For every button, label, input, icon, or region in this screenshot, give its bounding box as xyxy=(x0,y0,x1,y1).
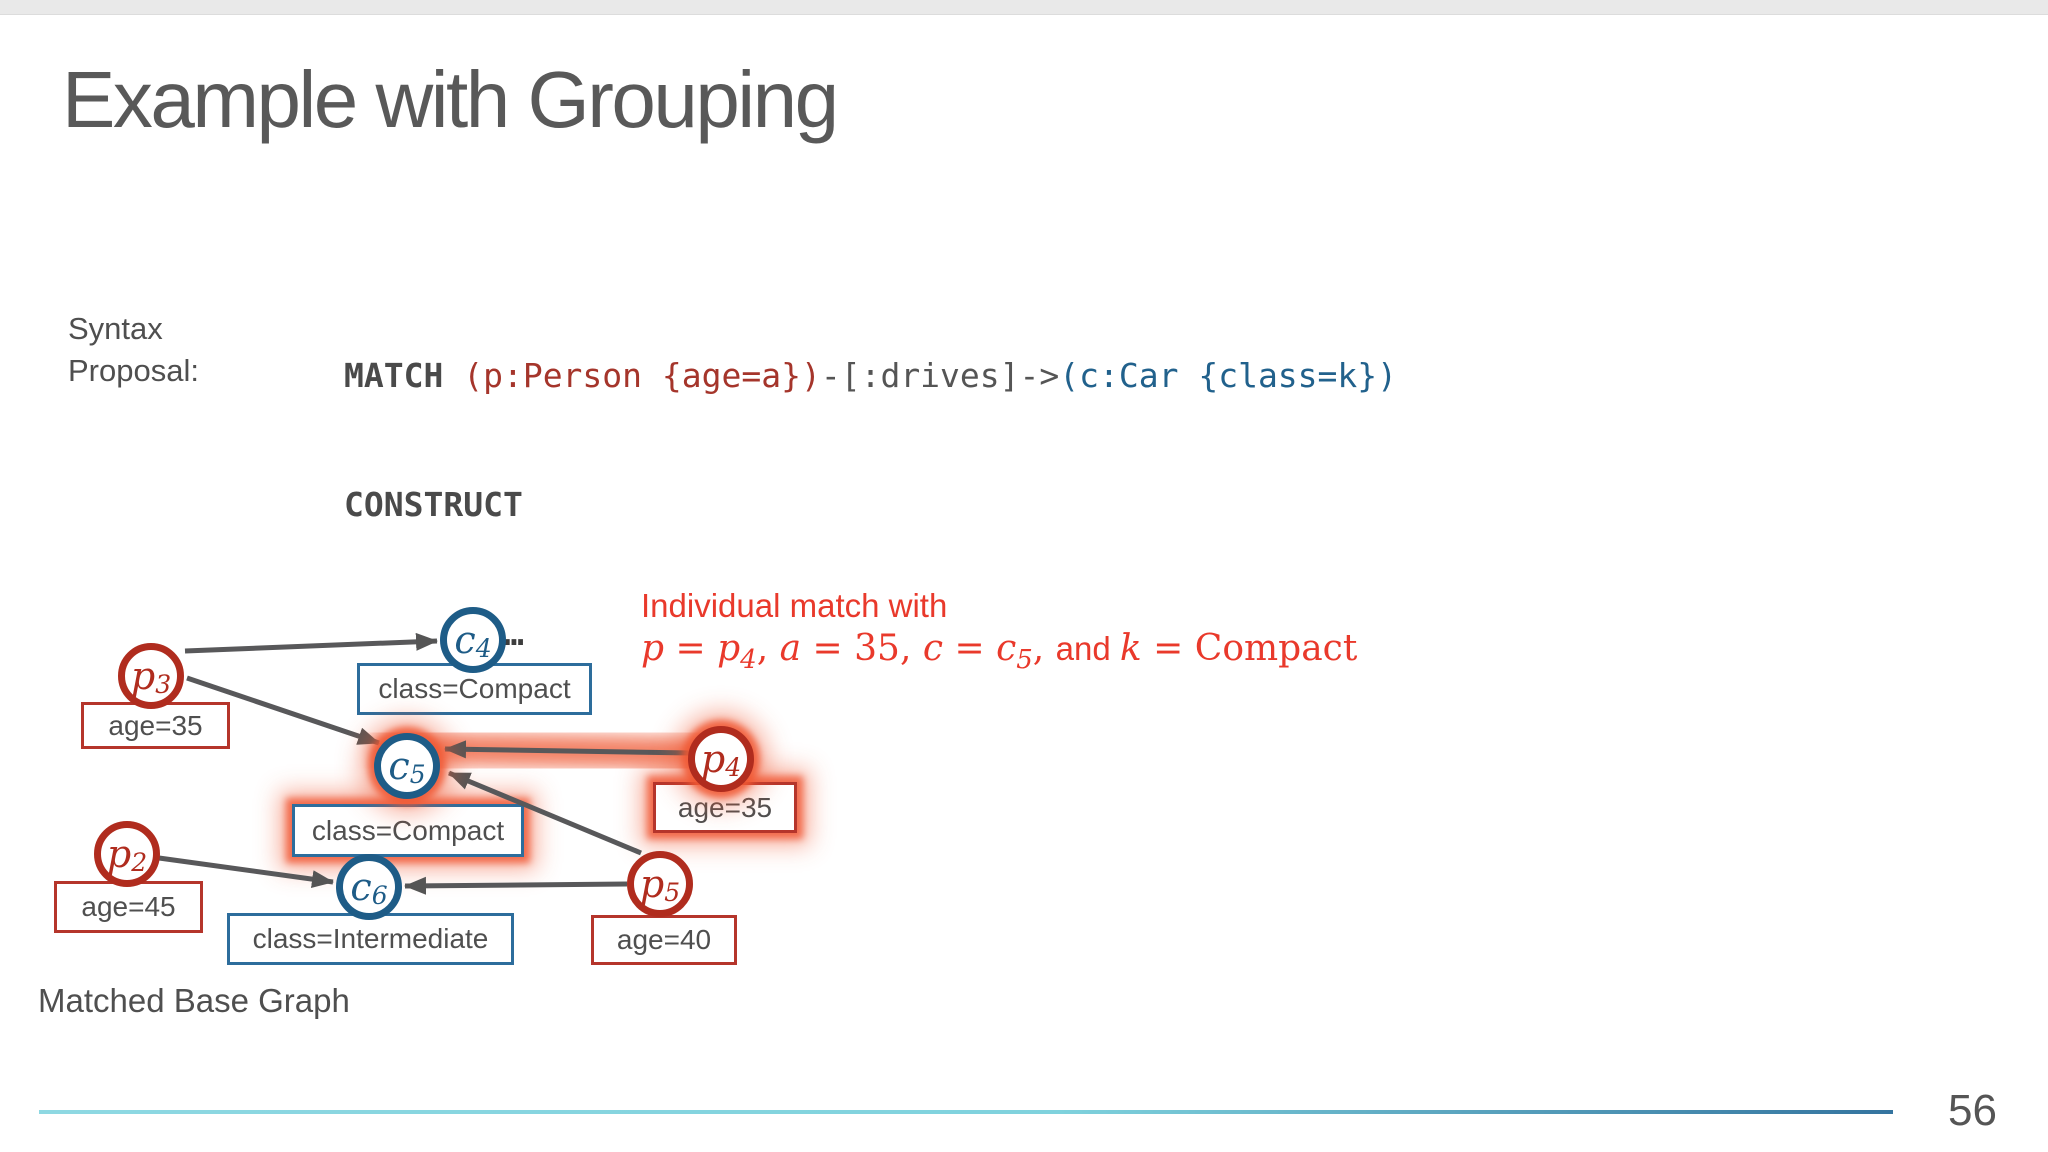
edge-p4-c5 xyxy=(444,740,693,759)
annotation-segment: , xyxy=(756,628,780,669)
node-subscript: 5 xyxy=(664,877,681,907)
annotation-segment: c xyxy=(922,628,943,669)
match-annotation: Individual match with p = p4, a = 35, c … xyxy=(641,586,1357,683)
annotation-line1: Individual match with xyxy=(641,587,948,624)
node-label-p2: age=45 xyxy=(54,881,203,933)
annotation-segment: p xyxy=(641,628,665,669)
edge-p5-c6 xyxy=(404,876,628,895)
code-match-keyword: MATCH xyxy=(344,356,464,395)
node-subscript: 5 xyxy=(409,759,426,789)
page-title: Example with Grouping xyxy=(62,55,839,144)
graph-caption: Matched Base Graph xyxy=(38,982,350,1019)
annotation-segment: , xyxy=(899,628,923,669)
annotation-segment: Compact xyxy=(1194,628,1358,669)
node-subscript: 4 xyxy=(725,752,742,782)
code-edge-pattern: -[:drives]-> xyxy=(820,356,1060,395)
code-block: MATCH (p:Person {age=a})-[:drives]->(c:C… xyxy=(344,268,1397,741)
annotation-segment: 35 xyxy=(854,628,900,669)
annotation-segment: p xyxy=(717,628,741,669)
node-symbol: c xyxy=(454,618,476,662)
annotation-segment: = xyxy=(943,628,997,669)
node-subscript: 4 xyxy=(475,633,492,663)
syntax-proposal-label: Syntax Proposal: xyxy=(68,308,199,392)
node-label-c6: class=Intermediate xyxy=(227,913,514,965)
code-person-pattern: (p:Person {age=a}) xyxy=(463,356,821,395)
footer-divider xyxy=(39,1110,1893,1114)
edge-p2-c6 xyxy=(158,855,334,889)
code-ellipsis: … xyxy=(504,614,524,653)
node-label-c5: class=Compact xyxy=(292,804,524,857)
node-symbol: p xyxy=(106,832,132,876)
top-bar xyxy=(0,0,2048,15)
annotation-segment: = xyxy=(664,628,718,669)
node-symbol: p xyxy=(130,654,156,698)
node-symbol: c xyxy=(350,865,372,909)
annotation-segment: , xyxy=(1032,628,1056,669)
page-number: 56 xyxy=(1948,1086,1997,1135)
node-subscript: 6 xyxy=(371,880,388,910)
code-construct-keyword: CONSTRUCT xyxy=(344,485,523,524)
node-label-p5: age=40 xyxy=(591,915,737,965)
syntax-label-line2: Proposal: xyxy=(68,353,199,388)
node-subscript: 2 xyxy=(131,847,148,877)
node-label-p3: age=35 xyxy=(81,702,230,749)
annotation-segment: 4 xyxy=(740,645,757,675)
annotation-segment: k xyxy=(1119,628,1142,669)
node-symbol: c xyxy=(388,744,410,788)
node-symbol: p xyxy=(700,737,726,781)
annotation-line2: p = p4, a = 35, c = c5, and k = Compact xyxy=(641,626,1357,683)
annotation-segment: and xyxy=(1055,630,1120,667)
syntax-label-line1: Syntax xyxy=(68,311,163,346)
code-line-match: MATCH (p:Person {age=a})-[:drives]->(c:C… xyxy=(344,354,1397,397)
annotation-segment: = xyxy=(801,628,855,669)
annotation-segment: a xyxy=(779,628,802,669)
code-car-pattern: (c:Car {class=k}) xyxy=(1059,356,1398,395)
annotation-segment: 5 xyxy=(1016,645,1033,675)
node-subscript: 3 xyxy=(155,669,172,699)
node-symbol: p xyxy=(639,862,665,906)
annotation-segment: c xyxy=(996,628,1017,669)
annotation-segment: = xyxy=(1141,628,1195,669)
